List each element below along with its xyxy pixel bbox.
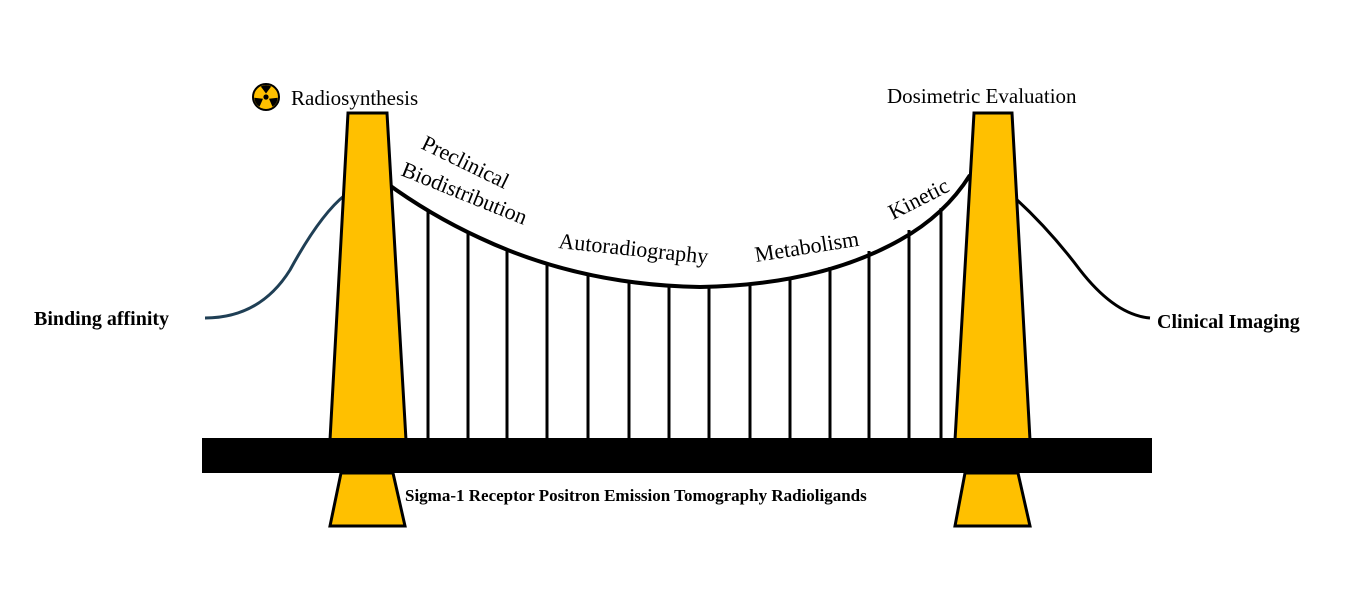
radiosynthesis-label: Radiosynthesis bbox=[291, 86, 418, 110]
right-tower bbox=[953, 111, 1032, 442]
radiation-icon bbox=[252, 83, 280, 111]
left-tower-base bbox=[328, 471, 407, 528]
left-anchor-cable bbox=[204, 193, 346, 320]
left-tower bbox=[328, 111, 408, 442]
kinetic-label: Kinetic bbox=[884, 173, 953, 225]
right-tower-base bbox=[953, 471, 1032, 528]
binding-affinity-label: Binding affinity bbox=[34, 308, 169, 330]
metabolism-label: Metabolism bbox=[753, 226, 861, 267]
autoradiography-label: Autoradiography bbox=[557, 228, 709, 269]
main-suspension-cable bbox=[383, 173, 972, 290]
deck-label: Sigma-1 Receptor Positron Emission Tomog… bbox=[405, 486, 867, 505]
clinical-imaging-label: Clinical Imaging bbox=[1157, 311, 1300, 333]
hangers bbox=[426, 208, 943, 440]
right-anchor-cable bbox=[1013, 196, 1151, 320]
bridge-deck bbox=[202, 438, 1152, 473]
dosimetric-evaluation-label: Dosimetric Evaluation bbox=[887, 84, 1077, 108]
